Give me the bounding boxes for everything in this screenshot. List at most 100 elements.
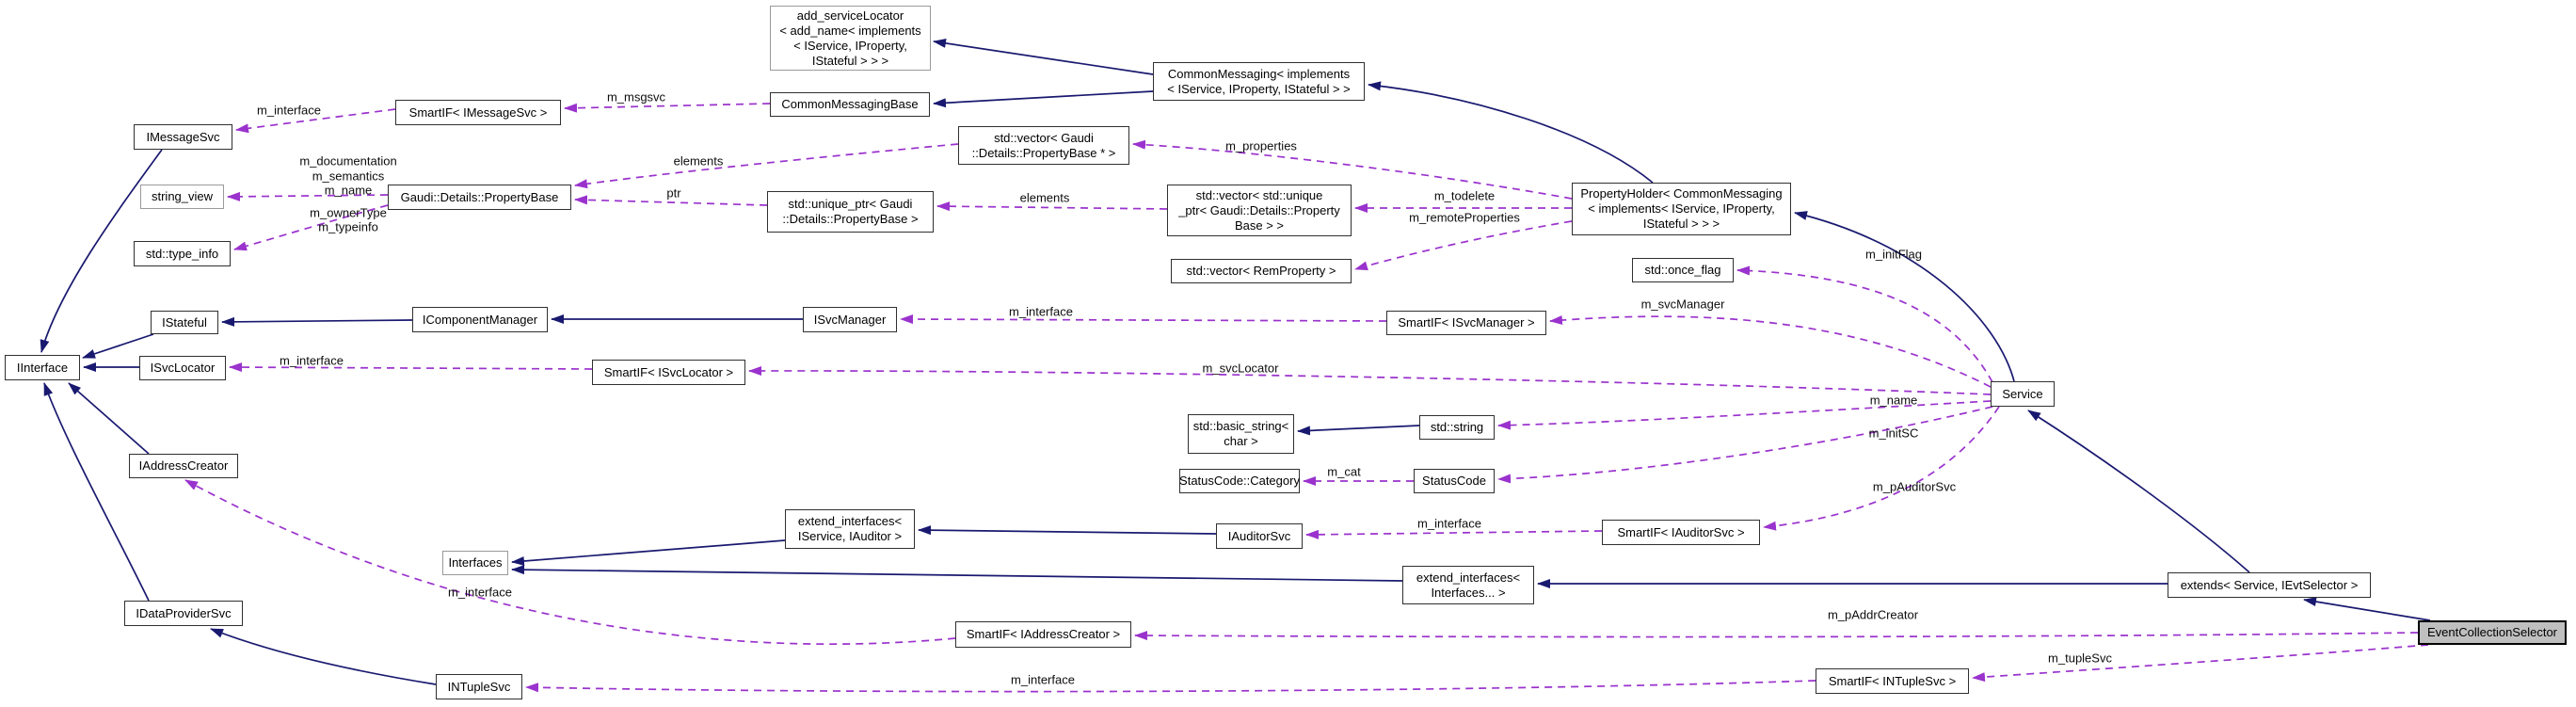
node-label-line: StatusCode::Category — [1179, 474, 1300, 488]
node-label-line: ISvcManager — [813, 312, 887, 327]
node-extends-service-ievtselector[interactable]: extends< Service, IEvtSelector > — [2168, 572, 2371, 598]
node-label-line: SmartIF< IAuditorSvc > — [1617, 524, 1745, 539]
node-std-once-flag[interactable]: std::once_flag — [1632, 258, 1734, 282]
node-service[interactable]: Service — [1991, 381, 2055, 407]
edge-extend-interfaces-to-interfaces — [511, 539, 786, 566]
node-vector-propertybase-ptr[interactable]: std::vector< Gaudi::Details::PropertyBas… — [958, 126, 1129, 165]
node-std-type-info[interactable]: std::type_info — [134, 241, 231, 266]
edge-label-propertybase-to-string-view-2: m_name — [324, 183, 373, 198]
node-vector-unique-ptr[interactable]: std::vector< std::unique_ptr< Gaudi::Det… — [1167, 185, 1352, 236]
node-add-servicelocator: add_serviceLocator< add_name< implements… — [770, 6, 931, 71]
node-idataprovidersvc[interactable]: IDataProviderSvc — [124, 601, 243, 626]
node-label-line: CommonMessagingBase — [781, 97, 919, 111]
edge-eventcollectionselector-to-extends — [2303, 597, 2431, 621]
edge-label-commonmessagingbase-to-smartif-imessagesvc: m_msgsvc — [606, 89, 666, 104]
node-label-line: Service — [2002, 386, 2043, 401]
node-label-line: Base > > — [1234, 217, 1285, 233]
edge-label-vector-unique-ptr-to-unique-ptr: elements — [1019, 190, 1070, 205]
edge-eventcollectionselector-to-smartif-intuplesvc — [1972, 644, 2429, 683]
node-label-line: CommonMessaging< implements — [1167, 66, 1351, 81]
node-std-basic-string[interactable]: std::basic_string<char > — [1188, 414, 1294, 454]
node-label-line: EventCollectionSelector — [2426, 625, 2558, 639]
node-commonmessagingbase[interactable]: CommonMessagingBase — [770, 92, 930, 117]
edge-label-propertyholder-to-vector-propertybase-ptr: m_properties — [1225, 138, 1297, 153]
node-label-line: Interfaces... > — [1431, 585, 1506, 600]
node-unique-ptr-propertybase[interactable]: std::unique_ptr< Gaudi::Details::Propert… — [767, 191, 934, 233]
edge-istateful-to-iinterface — [82, 333, 154, 359]
edge-service-to-smartif-iauditorsvc — [1763, 406, 2000, 531]
edge-idataprovidersvc-to-iinterface — [43, 382, 150, 602]
node-label-line: INTupleSvc — [447, 679, 511, 694]
edge-label-propertyholder-to-vector-unique-ptr: m_todelete — [1433, 188, 1496, 203]
node-string-view: string_view — [140, 185, 224, 209]
node-label-line: string_view — [151, 189, 214, 203]
node-label-line: std::vector< RemProperty > — [1186, 264, 1336, 278]
node-smartif-imessagesvc[interactable]: SmartIF< IMessageSvc > — [395, 100, 561, 125]
edge-service-to-smartif-isvcmanager — [1549, 315, 1992, 388]
node-vector-remproperty[interactable]: std::vector< RemProperty > — [1171, 259, 1352, 283]
node-label-line: Gaudi::Details::PropertyBase — [400, 189, 559, 204]
node-imessagesvc[interactable]: IMessageSvc — [134, 124, 232, 150]
node-isvcmanager[interactable]: ISvcManager — [803, 307, 897, 332]
node-label-line: ::Details::PropertyBase > — [782, 212, 919, 226]
node-intuplesvc[interactable]: INTupleSvc — [436, 674, 522, 699]
node-smartif-isvclocator[interactable]: SmartIF< ISvcLocator > — [592, 360, 745, 385]
node-label-line: ::Details::PropertyBase * > — [971, 145, 1116, 160]
edge-smartif-intuplesvc-to-intuplesvc — [525, 680, 1816, 693]
edge-extends-to-service — [2027, 410, 2250, 573]
node-label-line: IComponentManager — [422, 312, 538, 327]
edge-label-smartif-isvclocator-to-isvclocator: m_interface — [280, 353, 344, 368]
edge-smartif-isvcmanager-to-isvcmanager — [900, 314, 1387, 325]
node-propertyholder[interactable]: PropertyHolder< CommonMessaging< impleme… — [1572, 183, 1791, 235]
node-isvclocator[interactable]: ISvcLocator — [139, 356, 226, 380]
node-iaddresscreator[interactable]: IAddressCreator — [129, 454, 238, 478]
node-label-line: std::type_info — [145, 246, 219, 261]
edge-std-string-to-basic-string — [1297, 425, 1420, 436]
node-smartif-iauditorsvc[interactable]: SmartIF< IAuditorSvc > — [1602, 520, 1760, 545]
edge-label-smartif-iauditorsvc-to-iauditorsvc: m_interface — [1417, 516, 1481, 531]
node-label-line: char > — [1224, 434, 1258, 448]
node-label-line: IStateful > > > — [811, 53, 889, 68]
node-label-line: IMessageSvc — [146, 129, 220, 144]
edge-unique-ptr-to-propertybase — [574, 195, 768, 206]
node-istateful[interactable]: IStateful — [151, 311, 218, 334]
edge-label-propertybase-to-string-view-1: m_semantics — [312, 169, 385, 184]
node-statuscode-category[interactable]: StatusCode::Category — [1179, 469, 1300, 493]
node-label-line: SmartIF< ISvcLocator > — [603, 364, 734, 379]
node-iinterface[interactable]: IInterface — [5, 355, 80, 380]
node-extend-interfaces-interfaces[interactable]: extend_interfaces<Interfaces... > — [1402, 566, 1534, 604]
node-commonmessaging[interactable]: CommonMessaging< implements< IService, I… — [1153, 62, 1365, 101]
node-label-line: SmartIF< IAddressCreator > — [966, 627, 1121, 641]
node-label-line: SmartIF< IMessageSvc > — [408, 104, 548, 120]
node-extend-interfaces-iservice-iauditor[interactable]: extend_interfaces<IService, IAuditor > — [785, 509, 915, 549]
node-std-string[interactable]: std::string — [1419, 415, 1495, 440]
edge-label-eventcollectionselector-to-smartif-iaddresscreator: m_pAddrCreator — [1827, 607, 1919, 622]
edge-label-eventcollectionselector-to-smartif-intuplesvc: m_tupleSvc — [2048, 651, 2112, 666]
node-label-line: IAuditorSvc — [1227, 528, 1291, 543]
node-propertybase[interactable]: Gaudi::Details::PropertyBase — [388, 185, 571, 210]
edge-label-smartif-isvcmanager-to-isvcmanager: m_interface — [1009, 304, 1073, 319]
node-label-line: std::vector< std::unique — [1195, 187, 1323, 202]
edge-service-to-std-once-flag — [1736, 265, 1993, 383]
node-label-line: < implements< IService, IProperty, — [1588, 201, 1775, 216]
node-label-line: IService, IAuditor > — [797, 529, 903, 543]
node-icomponentmanager[interactable]: IComponentManager — [412, 307, 548, 332]
edge-propertyholder-to-vector-propertybase-ptr — [1132, 139, 1573, 200]
node-label-line: std::string — [1430, 420, 1484, 434]
edge-smartif-iauditorsvc-to-iauditorsvc — [1305, 529, 1603, 539]
node-label-line: < IService, IProperty, — [793, 38, 907, 53]
edge-imessagesvc-to-iinterface — [40, 149, 163, 353]
edge-vector-unique-ptr-to-unique-ptr — [936, 201, 1168, 212]
node-smartif-intuplesvc[interactable]: SmartIF< INTupleSvc > — [1816, 668, 1969, 694]
edge-iauditorsvc-to-extend-interfaces — [918, 525, 1217, 536]
edge-vector-propertybase-ptr-to-propertybase — [574, 143, 959, 189]
node-iauditorsvc[interactable]: IAuditorSvc — [1216, 523, 1303, 549]
node-smartif-isvcmanager[interactable]: SmartIF< ISvcManager > — [1386, 311, 1546, 335]
edge-label-service-to-smartif-isvcmanager: m_svcManager — [1640, 297, 1725, 312]
node-label-line: std::unique_ptr< Gaudi — [788, 197, 913, 211]
node-label-line: std::basic_string< — [1192, 419, 1289, 433]
node-statuscode[interactable]: StatusCode — [1414, 469, 1495, 493]
node-interfaces: Interfaces — [442, 551, 508, 575]
node-smartif-iaddresscreator[interactable]: SmartIF< IAddressCreator > — [955, 621, 1131, 648]
edge-label-propertyholder-to-vector-remproperty: m_remoteProperties — [1409, 210, 1520, 225]
